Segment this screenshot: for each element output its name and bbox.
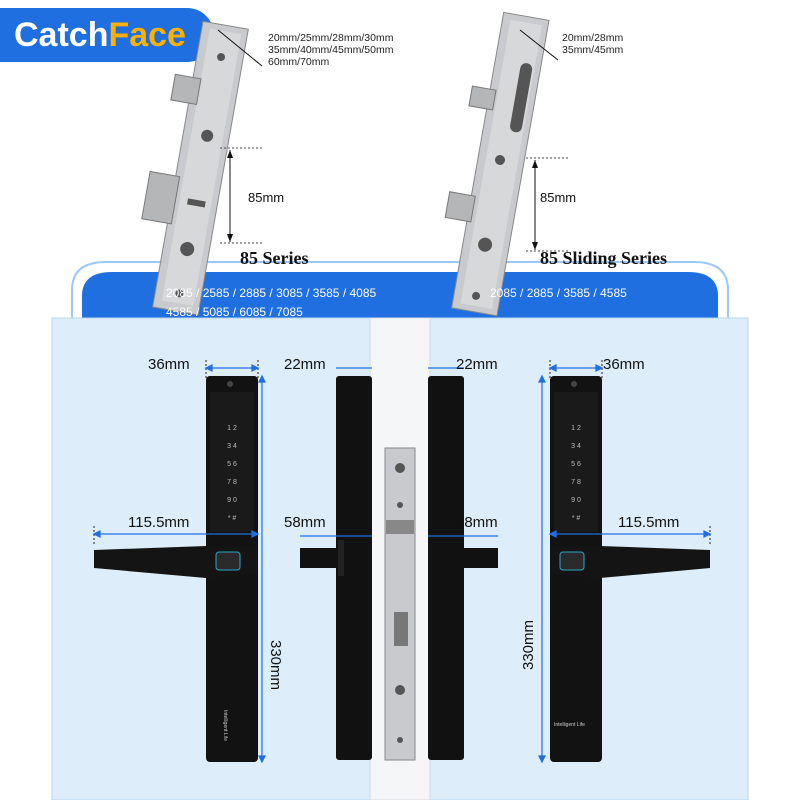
left-keypad-glass [210,392,254,532]
brand-logo: CatchFace [0,8,214,62]
center-right-panel [428,376,464,760]
backset-line-1: 20mm/28mm [562,32,624,44]
mortise-lock-85-series [141,20,249,315]
left-backset-sizes: 20mm/25mm/28mm/30mm 35mm/40mm/45mm/50mm … [268,32,393,68]
label-36mm-right: 36mm [603,356,645,373]
right-panel-brand: Intelligent Life [554,722,585,728]
left-model-list: 2085 / 2585 / 2885 / 3085 / 3585 / 4085 … [166,284,376,322]
keypad-row: 3 4 [571,443,581,450]
right-keypad-glass [554,392,598,532]
left-series-title: 85 Series [240,248,309,268]
models-line-2: 4585 / 5085 / 6085 / 7085 [166,305,303,319]
center-left-handle-base [338,540,344,576]
right-center-distance: 85mm [540,190,577,205]
center-right-handle-stub [460,548,498,568]
right-keypad: 1 2 3 4 5 6 7 8 9 0 * # [558,420,594,528]
left-keypad: 1 2 3 4 5 6 7 8 9 0 * # [214,420,250,528]
center-mortise-plate [384,447,416,761]
keypad-row: 9 0 [227,497,237,504]
keypad-row: 5 6 [571,461,581,468]
backset-line-2: 35mm/45mm [562,44,624,56]
right-fingerprint-sensor [559,551,585,571]
label-58mm-right: 58mm [456,514,498,531]
right-spec-lines [519,29,570,252]
center-left-handle-stub [300,548,340,568]
left-spec-lines [217,29,263,244]
backset-line-3: 60mm/70mm [268,56,330,68]
keypad-row: 9 0 [571,497,581,504]
models-line-1: 2085 / 2885 / 3585 / 4585 [490,286,627,300]
label-58mm-left: 58mm [284,514,326,531]
label-330mm-right: 330mm [520,619,537,670]
keypad-row: 1 2 [227,425,237,432]
right-backset-sizes: 20mm/28mm 35mm/45mm [562,32,623,56]
right-model-list: 2085 / 2885 / 3585 / 4585 [490,284,627,303]
blue-arch-band [82,272,718,320]
brand-accent: Face [108,16,186,54]
right-handle [550,546,710,578]
keypad-row: 7 8 [227,479,237,486]
left-fingerprint-sensor [215,551,241,571]
keypad-row: * # [571,515,581,522]
label-36mm-left: 36mm [148,356,190,373]
backset-line-1: 20mm/25mm/28mm/30mm [268,32,394,44]
label-330mm-left: 330mm [267,640,284,691]
label-115mm-right: 115.5mm [618,514,680,531]
backset-line-2: 35mm/40mm/45mm/50mm [268,44,394,56]
center-left-panel [336,376,372,760]
keypad-row: * # [227,515,237,522]
left-panel-brand: Intelligent Life [222,710,228,741]
label-115mm-left: 115.5mm [128,514,190,531]
label-22mm-left: 22mm [284,356,326,373]
right-series-title: 85 Sliding Series [540,248,668,268]
label-22mm-right: 22mm [456,356,498,373]
blue-arch-outline [71,261,729,320]
keypad-row: 7 8 [571,479,581,486]
models-line-1: 2085 / 2585 / 2885 / 3085 / 3585 / 4085 [166,286,377,300]
left-center-distance: 85mm [248,190,285,205]
mortise-lock-85-sliding [444,11,550,317]
keypad-row: 1 2 [571,425,581,432]
brand-prefix: Catch [14,16,109,54]
keypad-row: 5 6 [227,461,237,468]
keypad-row: 3 4 [227,443,237,450]
